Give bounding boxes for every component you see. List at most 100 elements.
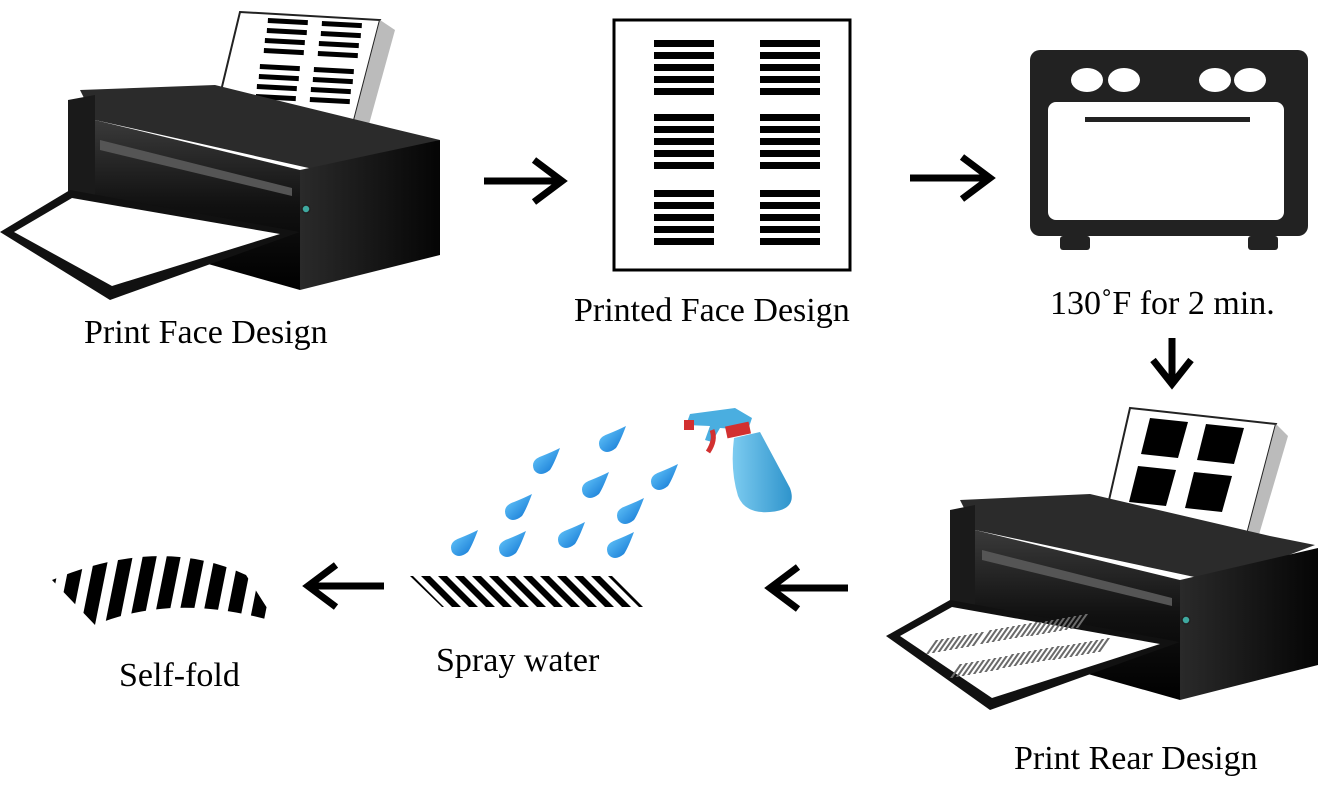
rear-bar <box>978 659 991 673</box>
rear-bar <box>943 637 956 651</box>
rear-bar <box>1091 639 1105 653</box>
water-drop-icon <box>617 498 644 524</box>
label-print-face: Print Face Design <box>84 314 328 351</box>
water-drop-icon <box>451 530 478 556</box>
rear-bar <box>1047 646 1060 660</box>
stripe <box>455 576 495 607</box>
face-bar <box>654 162 714 169</box>
printer-rear-icon <box>886 406 1318 710</box>
stripe <box>54 556 88 625</box>
face-bar <box>760 190 820 197</box>
rear-bar <box>1069 643 1082 657</box>
water-drop-icon <box>505 494 532 520</box>
stripe <box>222 556 256 625</box>
stripe <box>523 576 563 607</box>
label-spray: Spray water <box>436 642 600 679</box>
stripe <box>102 556 136 625</box>
stripe <box>198 556 232 625</box>
printed-face-sheet <box>612 18 852 272</box>
water-drop-icon <box>499 531 526 557</box>
rear-bar <box>980 630 993 644</box>
face-bar <box>654 52 714 59</box>
face-bar <box>654 202 714 209</box>
face-bar <box>654 138 714 145</box>
face-bar <box>760 52 820 59</box>
rear-bar <box>1036 648 1049 662</box>
rear-bar <box>989 657 1003 671</box>
arrow-left-icon <box>302 562 384 610</box>
face-bar <box>760 64 820 71</box>
stripe <box>574 576 614 607</box>
face-bar <box>654 238 714 245</box>
rear-bar <box>1075 614 1088 628</box>
stripe <box>506 576 546 607</box>
label-printed-face: Printed Face Design <box>574 292 850 329</box>
face-bar <box>654 126 714 133</box>
rear-bar <box>971 632 984 646</box>
stripe <box>246 556 276 625</box>
arrow-left-icon <box>764 564 848 612</box>
rear-bar <box>1052 618 1066 632</box>
rear-bar <box>954 635 967 649</box>
label-self-fold: Self-fold <box>119 657 240 694</box>
rear-bar <box>1025 622 1038 636</box>
rear-bar <box>1080 641 1093 655</box>
label-heat: 130˚F for 2 min. <box>1050 285 1275 322</box>
rear-bar <box>972 660 986 674</box>
stripe <box>489 576 529 607</box>
face-bar <box>760 138 820 145</box>
face-bar <box>654 150 714 157</box>
arrow-right-icon <box>484 157 568 205</box>
face-bar <box>760 226 820 233</box>
face-bar <box>760 76 820 83</box>
rear-bar <box>1086 640 1099 654</box>
stripe <box>126 556 160 625</box>
face-bar <box>760 126 820 133</box>
stripe <box>438 576 478 607</box>
rear-bar <box>1030 649 1043 663</box>
face-bar <box>654 40 714 47</box>
face-bar <box>654 114 714 121</box>
rear-bar <box>937 638 950 652</box>
rear-bar <box>1014 624 1027 638</box>
stripe <box>540 576 580 607</box>
oven-icon <box>1030 50 1308 250</box>
rear-bar <box>965 633 979 647</box>
rear-bar <box>1002 626 1016 640</box>
face-bar <box>654 226 714 233</box>
rear-bar <box>1019 651 1032 665</box>
rear-bar <box>960 634 973 648</box>
arrow-right-icon <box>910 154 996 202</box>
rear-bar <box>926 640 939 654</box>
stripe <box>52 556 64 625</box>
face-bar <box>760 162 820 169</box>
face-bar <box>654 64 714 71</box>
stripe <box>150 556 184 625</box>
rear-bar <box>1041 620 1054 634</box>
rear-bar <box>1013 652 1026 666</box>
rear-bar <box>1063 644 1076 658</box>
arrow-down-icon <box>1150 338 1194 390</box>
stripe <box>472 576 512 607</box>
rear-bar <box>1035 621 1049 635</box>
rear-bar <box>1002 654 1015 668</box>
rear-bar <box>1008 625 1021 639</box>
water-drop-icon <box>651 464 678 490</box>
rear-bar <box>931 639 945 653</box>
rear-bar <box>984 658 997 672</box>
rear-bar <box>950 664 963 678</box>
printer-face-icon <box>0 10 440 300</box>
stripe <box>557 576 597 607</box>
striped-strip-folded <box>52 556 276 625</box>
water-drop-icon <box>558 522 585 548</box>
face-bar <box>654 76 714 83</box>
face-bar <box>654 190 714 197</box>
water-drop-icon <box>582 472 609 498</box>
rear-bar <box>1074 642 1088 656</box>
rear-bar <box>1019 623 1033 637</box>
rear-bar <box>1047 619 1060 633</box>
stripe <box>642 576 643 607</box>
rear-bar <box>991 628 1004 642</box>
stripe <box>421 576 461 607</box>
label-print-rear: Print Rear Design <box>1014 740 1258 777</box>
